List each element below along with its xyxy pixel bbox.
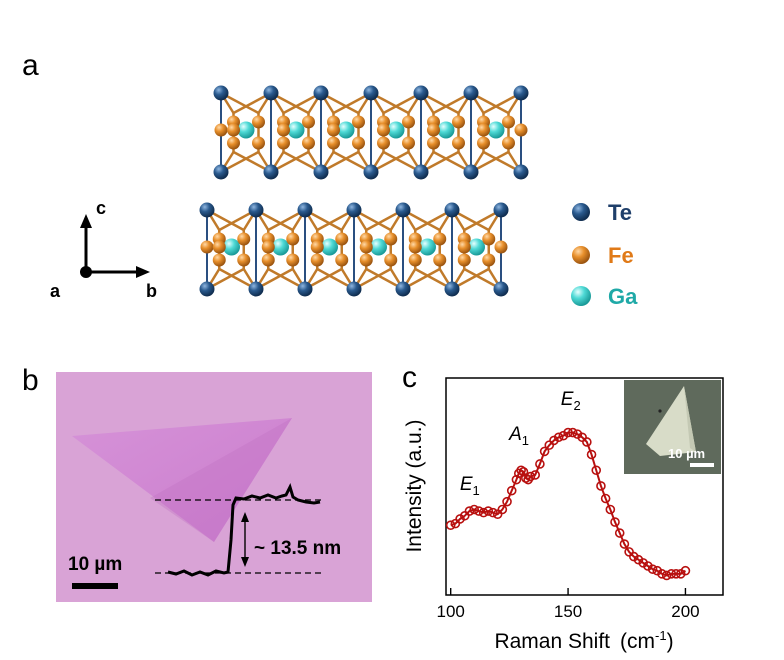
atom-legend: Te Fe Ga xyxy=(571,200,638,309)
plot-frame xyxy=(445,377,724,596)
raman-data-point xyxy=(671,569,681,579)
raman-data-point xyxy=(605,504,616,515)
raman-data-point xyxy=(525,471,536,482)
crystal-structure xyxy=(199,85,529,297)
axis-b-label: b xyxy=(146,281,157,301)
x-tick-label: 100 xyxy=(437,602,465,621)
legend-ga: Ga xyxy=(608,284,638,309)
raman-data-point xyxy=(511,474,522,485)
x-tick-label: 200 xyxy=(671,602,699,621)
scalebar-b xyxy=(72,583,118,589)
x-axis-title: Raman Shift(cm-1) xyxy=(494,628,673,653)
raman-data-point xyxy=(614,528,625,538)
raman-data-point xyxy=(647,564,658,574)
raman-data-point xyxy=(535,459,545,469)
raman-data-point xyxy=(610,517,620,527)
afm-optical-image: ~ 13.5 nm 10 µm xyxy=(56,372,372,602)
panel-label-a: a xyxy=(22,49,39,82)
peak-label: E2 xyxy=(561,389,581,413)
inset-scalebar xyxy=(690,463,714,467)
axis-c-label: c xyxy=(96,198,106,218)
raman-data-point xyxy=(506,485,517,496)
raman-data-point xyxy=(582,437,592,447)
raman-data-point xyxy=(657,569,667,579)
raman-data-point xyxy=(464,506,475,516)
raman-data-point xyxy=(445,520,456,530)
legend-fe: Fe xyxy=(608,243,634,268)
raman-chart: 100 150 200 E1 A1 E2 Raman Shift(cm-1) Inten… xyxy=(403,377,724,653)
y-axis-title: Intensity (a.u.) xyxy=(403,419,426,552)
raman-data-point xyxy=(680,565,691,576)
inset-scalebar-label: 10 µm xyxy=(668,446,705,461)
inset-image: 10 µm xyxy=(624,380,721,474)
raman-data-point xyxy=(600,493,611,504)
raman-data-point xyxy=(474,506,484,516)
raman-data-point xyxy=(516,465,526,476)
panel-label-b: b xyxy=(22,364,39,397)
raman-data-point xyxy=(521,473,531,483)
raman-data-point xyxy=(502,496,512,507)
raman-data-point xyxy=(596,481,606,491)
panel-label-c: c xyxy=(402,361,417,394)
raman-data-point xyxy=(553,432,564,443)
peak-label: E1 xyxy=(460,474,480,498)
step-height-label: ~ 13.5 nm xyxy=(254,538,341,559)
raman-data-point xyxy=(666,569,677,579)
raman-data-point xyxy=(619,539,630,549)
axis-a-label: a xyxy=(50,281,61,301)
te-legend-icon xyxy=(572,203,590,221)
scalebar-label-b: 10 µm xyxy=(68,554,122,575)
axes-indicator: c a b xyxy=(50,198,157,301)
raman-data-point xyxy=(563,427,573,438)
legend-te: Te xyxy=(608,200,632,225)
raman-data-point xyxy=(483,506,494,516)
height-profile xyxy=(167,482,321,577)
fe-legend-icon xyxy=(572,246,590,264)
raman-data-point xyxy=(539,446,550,457)
raman-data-point xyxy=(497,504,508,515)
raman-data-point xyxy=(567,427,578,438)
raman-data-point xyxy=(469,504,479,515)
raman-data-point xyxy=(518,467,529,477)
raman-data-point xyxy=(478,507,489,518)
x-tick-label: 150 xyxy=(554,602,582,621)
raman-data-point xyxy=(586,449,597,460)
peak-label: A1 xyxy=(508,424,529,448)
raman-data-point xyxy=(530,470,541,480)
raman-data-point xyxy=(591,465,602,476)
raman-data-point xyxy=(661,570,672,581)
raman-data-point xyxy=(488,507,498,518)
ga-legend-icon xyxy=(571,286,591,306)
